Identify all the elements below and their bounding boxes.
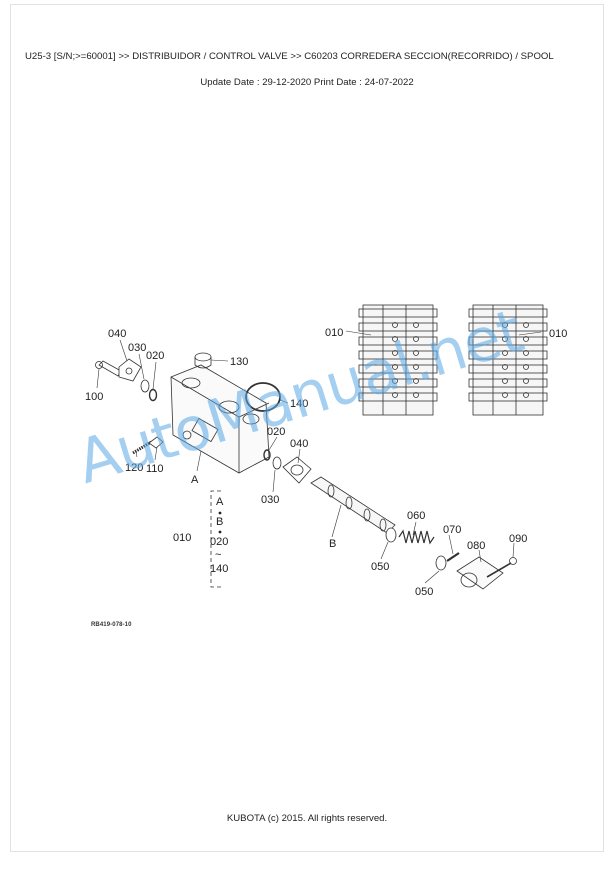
label-090: 090	[509, 533, 527, 545]
bolt-090	[486, 557, 517, 578]
cover-plate-040-right	[282, 456, 312, 484]
label-140: 140	[290, 398, 308, 410]
part-labels: 010 010 040 030 020 130 100 140 020 040 …	[85, 327, 567, 598]
label-010-right: 010	[549, 328, 567, 340]
label-b-spool: B	[329, 538, 336, 550]
seq-a: A	[216, 496, 224, 508]
spool-b	[310, 476, 396, 534]
label-040-left: 040	[108, 328, 126, 340]
bolt-070	[446, 552, 460, 562]
seq-020: 020	[210, 536, 228, 548]
label-070: 070	[443, 524, 461, 536]
label-040-right: 040	[290, 438, 308, 450]
plug-130	[194, 352, 212, 369]
label-030-left: 030	[128, 342, 146, 354]
pin-110	[148, 436, 164, 449]
bolt-100	[95, 360, 122, 377]
page-title: U25-3 [S/N;>=60001] >> DISTRIBUIDOR / CO…	[25, 51, 554, 62]
label-050-upper: 050	[371, 561, 389, 573]
copyright-footer: KUBOTA (c) 2015. All rights reserved.	[226, 813, 388, 824]
label-010-assembly: 010	[173, 532, 191, 544]
leader-lines	[96, 330, 542, 584]
label-030-right: 030	[261, 494, 279, 506]
cover-plate-040-left	[118, 358, 142, 382]
cap-080	[456, 556, 504, 590]
valve-bank-overview-left	[358, 304, 438, 416]
seat-050-upper	[385, 527, 397, 543]
label-020-right: 020	[267, 426, 285, 438]
label-020-left: 020	[146, 350, 164, 362]
seq-b: B	[216, 516, 223, 528]
label-130: 130	[230, 356, 248, 368]
seq-dot-1	[218, 511, 222, 515]
o-ring-140	[245, 382, 281, 412]
o-ring-020-right	[263, 449, 271, 461]
seq-dot-2	[218, 530, 222, 534]
spring-060	[398, 529, 435, 545]
page-dates: Update Date : 29-12-2020 Print Date : 24…	[200, 77, 414, 88]
seat-050-lower	[435, 555, 447, 571]
diagram-ref-code: RB419-078-10	[91, 622, 132, 628]
seal-030-right	[272, 456, 282, 470]
label-120: 120	[125, 462, 143, 474]
assembly-bracket	[210, 490, 221, 588]
seq-tilde: ~	[215, 549, 221, 561]
label-110: 110	[146, 463, 164, 475]
label-080: 080	[467, 540, 485, 552]
seq-140: 140	[210, 563, 228, 575]
label-010-left: 010	[325, 327, 343, 339]
label-a-body: A	[191, 474, 199, 486]
seal-030-left	[140, 379, 150, 393]
o-ring-020-left	[148, 388, 158, 402]
valve-body	[170, 364, 270, 474]
label-060: 060	[407, 510, 425, 522]
label-100: 100	[85, 391, 103, 403]
parts-page: U25-3 [S/N;>=60001] >> DISTRIBUIDOR / CO…	[10, 4, 604, 852]
label-050-lower: 050	[415, 586, 433, 598]
exploded-parts-diagram: 010 010 040 030 020 130 100 140 020 040 …	[85, 304, 567, 598]
valve-bank-overview-right	[468, 304, 548, 416]
